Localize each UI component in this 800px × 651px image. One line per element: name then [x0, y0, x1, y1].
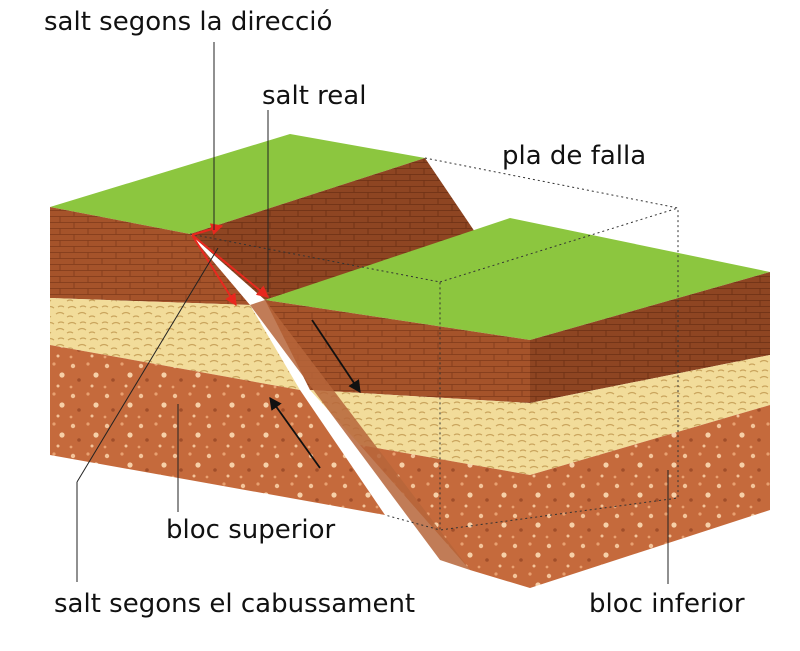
footwall-label: bloc inferior: [589, 589, 745, 619]
leader-lines: [76, 42, 669, 584]
hanging-wall-label: bloc superior: [166, 515, 336, 545]
slip-vectors: [191, 223, 269, 307]
dip-slip-leader: [76, 247, 219, 483]
footwall-gravel-side: [530, 405, 770, 588]
dip-slip-arrow: [191, 234, 237, 307]
footwall-gravel-front: [360, 445, 530, 588]
footwall-sand-side: [530, 355, 770, 475]
footwall-block: [250, 218, 770, 588]
fault-plane-label: pla de falla: [502, 141, 646, 171]
footwall-sand-front: [310, 390, 530, 475]
net-slip-arrow: [191, 234, 269, 298]
footwall-top-layer-front: [265, 300, 530, 403]
hanging-wall-top-layer-front: [50, 207, 250, 305]
footwall-top-grass: [265, 218, 770, 340]
footwall-motion-arrow: [311, 319, 361, 394]
hanging-wall-fault-scarp: [190, 158, 475, 300]
hanging-wall-sand-front: [50, 298, 300, 390]
hanging-wall-motion-arrow: [269, 396, 321, 469]
strike-slip-label: salt segons la direcció: [44, 7, 332, 37]
footwall-fault-face: [250, 300, 470, 570]
fault-plane-outline: [189, 157, 679, 531]
footwall-top-layer-side: [530, 272, 770, 403]
dip-slip-label: salt segons el cabussament: [54, 589, 415, 619]
motion-arrows: [269, 319, 361, 469]
net-slip-label: salt real: [262, 81, 366, 111]
hanging-wall-top-grass: [50, 134, 425, 234]
strike-slip-arrow: [191, 223, 224, 236]
